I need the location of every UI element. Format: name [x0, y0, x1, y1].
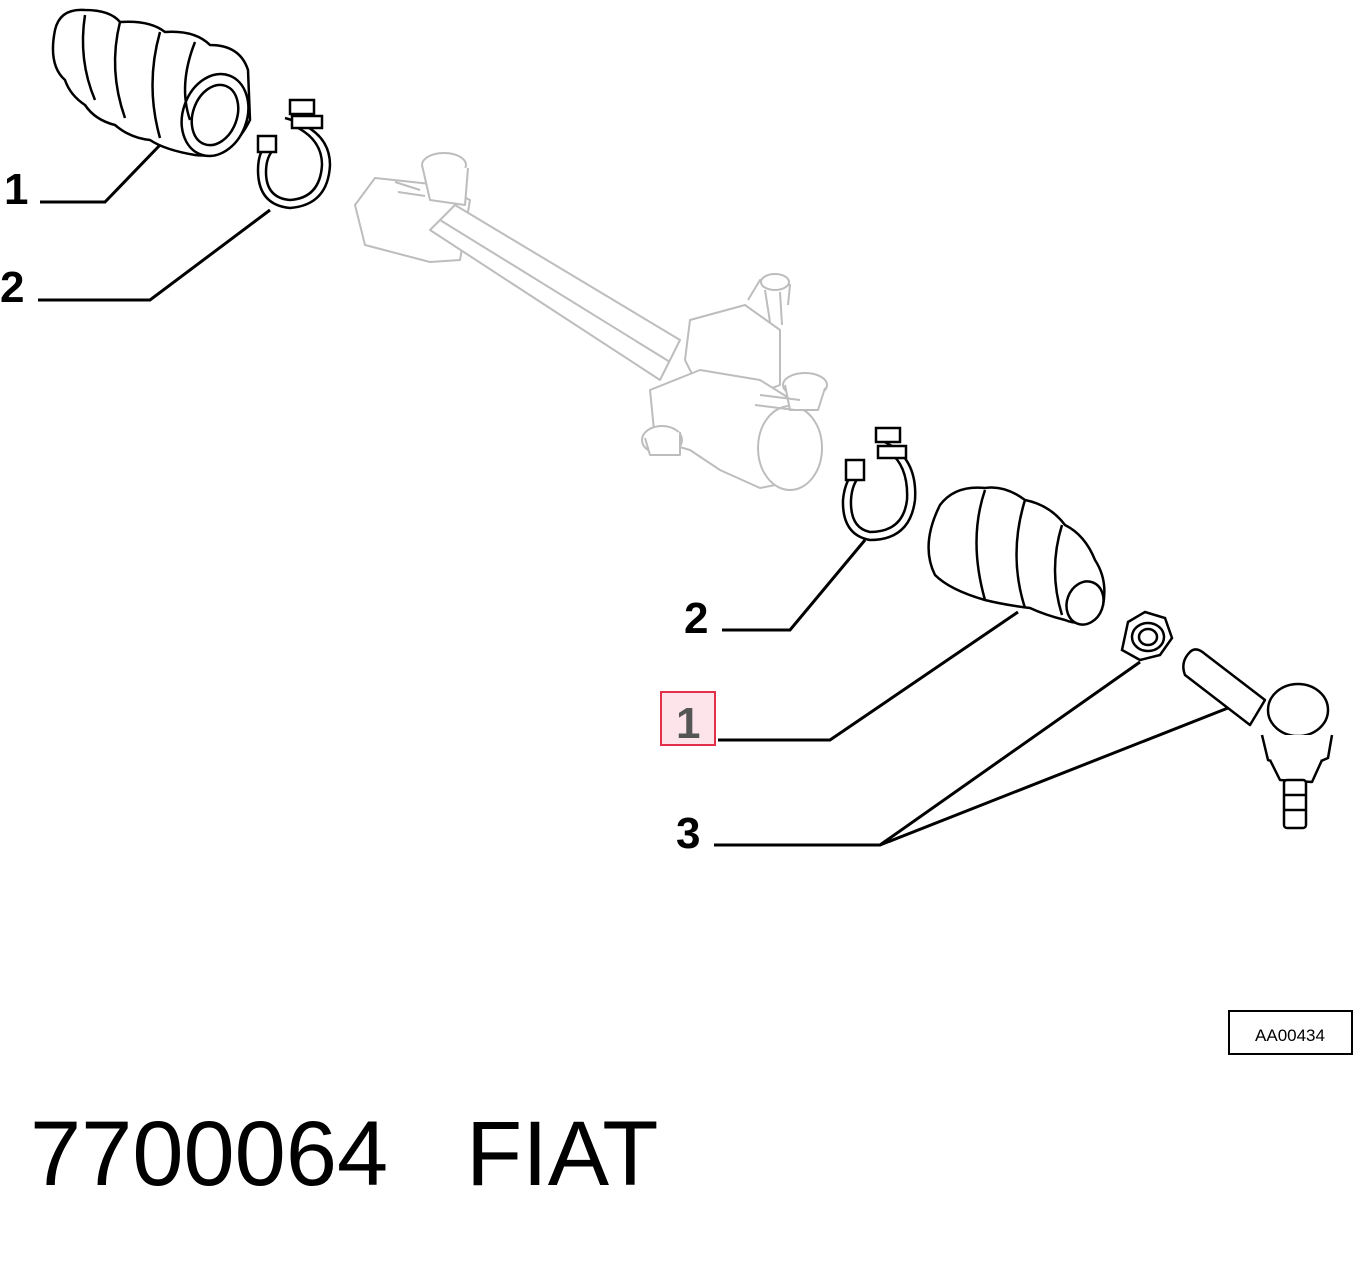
- tie-rod-end: [1182, 648, 1334, 830]
- boot-lower: [927, 486, 1106, 626]
- highlight-box: [660, 691, 716, 746]
- callout-number-clamp-top: 2: [0, 263, 24, 312]
- nut: [1120, 610, 1174, 662]
- reference-code-box: AA00434: [1228, 1010, 1353, 1055]
- leader-line-tie-rod-nut: [714, 660, 1141, 847]
- clamp-mid: [841, 426, 917, 542]
- brand-name: FIAT: [466, 1103, 659, 1205]
- leader-lines: [38, 143, 1229, 847]
- boot-top: [51, 8, 252, 158]
- callout-number-tie-rod: 3: [676, 809, 700, 858]
- leader-line-clamp-top: [38, 208, 271, 302]
- leader-line-boot-lower: [718, 610, 1019, 742]
- callout-number-boot-top: 1: [4, 165, 28, 214]
- steering-rack: [354, 152, 828, 491]
- callout-number-boot-lower: 1: [676, 699, 700, 748]
- leader-line-clamp-mid: [722, 539, 867, 632]
- callout-highlighted[interactable]: 1: [660, 691, 716, 748]
- leader-line-boot-top: [40, 143, 162, 204]
- callout-number-clamp-mid: 2: [684, 594, 708, 643]
- clamp-top: [256, 98, 332, 210]
- reference-code: AA00434: [1255, 1026, 1325, 1045]
- leader-line-tie-rod-end: [879, 706, 1229, 847]
- part-number: 7700064: [30, 1103, 389, 1205]
